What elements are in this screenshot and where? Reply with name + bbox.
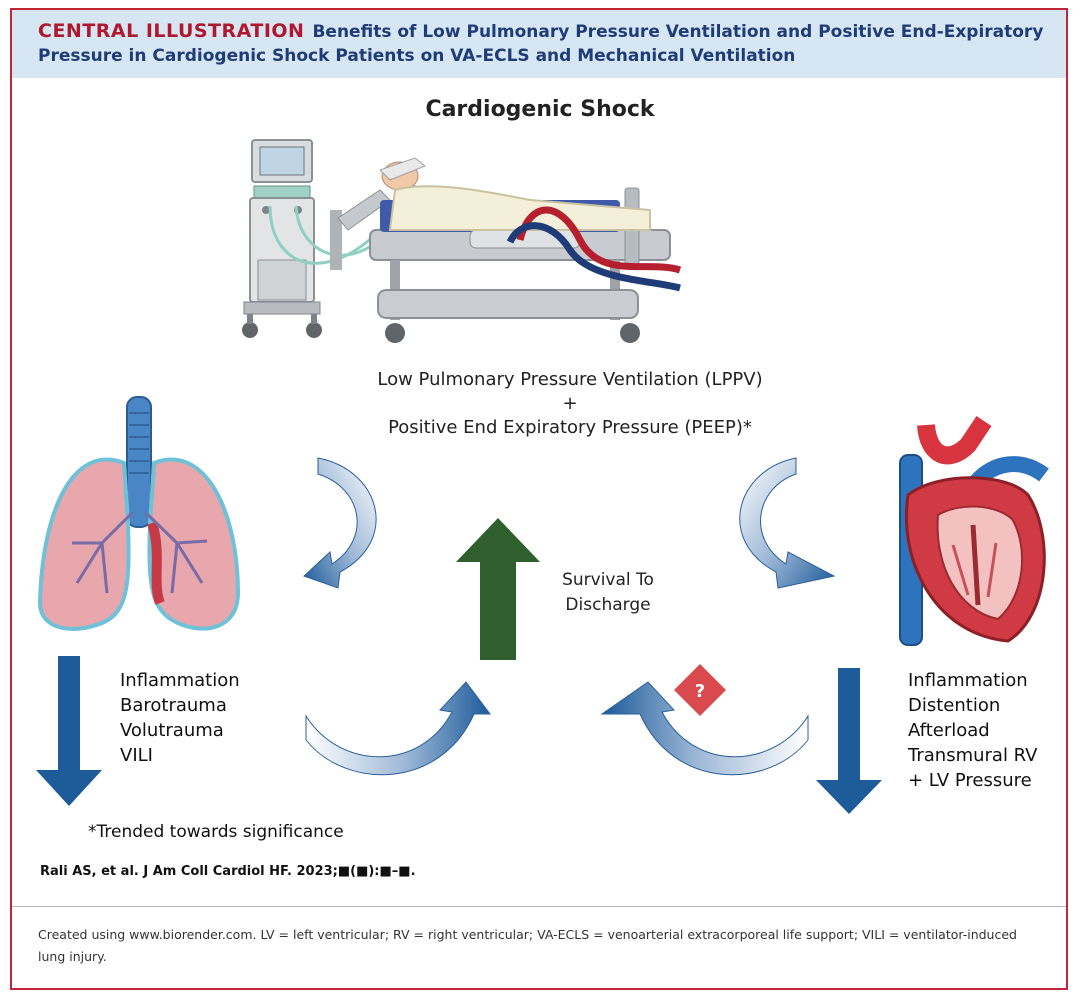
therapy-plus: + <box>562 393 578 414</box>
uncertain-marker-icon: ? <box>674 664 726 716</box>
footer-divider <box>12 906 1066 907</box>
heart-effect-item: Inflammation <box>908 670 1028 691</box>
curved-arrow-lungs-to-survival <box>305 681 491 776</box>
therapy-line2: Positive End Expiratory Pressure (PEEP)* <box>388 417 752 438</box>
patient-icon <box>379 157 651 231</box>
diagram-title: Cardiogenic Shock <box>425 97 655 122</box>
heart-effect-item: Transmural RV <box>908 745 1038 766</box>
heart-illustration <box>899 416 1049 646</box>
illustration-frame <box>10 8 1068 990</box>
survival-up-arrow <box>456 518 540 660</box>
therapy-label: Low Pulmonary Pressure Ventilation (LPPV… <box>300 368 840 440</box>
header-title-line1: Benefits of Low Pulmonary Pressure Venti… <box>312 22 1044 42</box>
lung-effect-item: Inflammation <box>120 670 240 691</box>
heart-effect-item: + LV Pressure <box>908 770 1032 791</box>
footer-abbreviations: Created using www.biorender.com. LV = le… <box>38 927 1017 964</box>
ecls-cannula-icon <box>506 206 682 292</box>
uncertain-marker-text: ? <box>695 681 705 702</box>
heart-effects-list: Inflammation Distention Afterload Transm… <box>908 668 1038 793</box>
flow-arrows: ? <box>36 457 882 814</box>
curved-arrow-to-lungs <box>303 457 377 589</box>
header-title-line2: Pressure in Cardiogenic Shock Patients o… <box>38 46 796 66</box>
ventilator-icon <box>242 139 322 338</box>
survival-line1: Survival To <box>562 570 654 590</box>
lungs-illustration <box>37 396 241 631</box>
heart-down-arrow <box>816 668 882 814</box>
lung-effect-item: Volutrauma <box>120 720 224 741</box>
heart-icon <box>899 416 1049 646</box>
significance-note: *Trended towards significance <box>88 822 344 842</box>
curved-arrow-heart-to-survival <box>600 681 809 776</box>
header-banner: CENTRAL ILLUSTRATION Benefits of Low Pulm… <box>12 10 1066 78</box>
therapy-line1: Low Pulmonary Pressure Ventilation (LPPV… <box>377 369 763 390</box>
lung-effect-item: VILI <box>120 745 153 766</box>
lungs-icon <box>37 396 241 631</box>
citation: Rali AS, et al. J Am Coll Cardiol HF. 20… <box>40 864 416 879</box>
survival-line2: Discharge <box>565 595 651 615</box>
lung-effect-item: Barotrauma <box>120 695 227 716</box>
survival-label: Survival To Discharge <box>548 568 668 618</box>
header-label: CENTRAL ILLUSTRATION <box>38 20 305 42</box>
curved-arrow-to-heart <box>739 457 836 589</box>
heart-effect-item: Afterload <box>908 720 990 741</box>
lung-effects-list: Inflammation Barotrauma Volutrauma VILI <box>120 668 240 768</box>
patient-bed-illustration <box>242 139 682 343</box>
heart-effect-item: Distention <box>908 695 1001 716</box>
lung-down-arrow <box>36 656 102 806</box>
